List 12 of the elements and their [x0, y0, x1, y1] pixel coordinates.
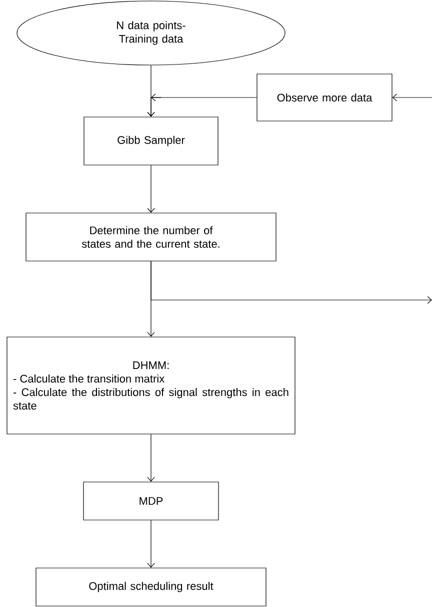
process-box: DHMM: - Calculate the transition matrix - Calculate the distributions of signal strengths in each state [6, 336, 296, 434]
arrow [147, 434, 155, 482]
process-box: MDP [83, 482, 219, 520]
process-box: Optimal scheduling result [36, 568, 266, 606]
arrow [392, 94, 432, 102]
arrow [147, 165, 155, 213]
process-box: Gibb Sampler [84, 116, 218, 166]
process-box: Observe more data [256, 74, 392, 122]
arrow [147, 520, 155, 568]
process-box: Determine the number of states and the current state. [26, 212, 276, 262]
arrow [147, 94, 257, 117]
arrow [150, 261, 432, 304]
